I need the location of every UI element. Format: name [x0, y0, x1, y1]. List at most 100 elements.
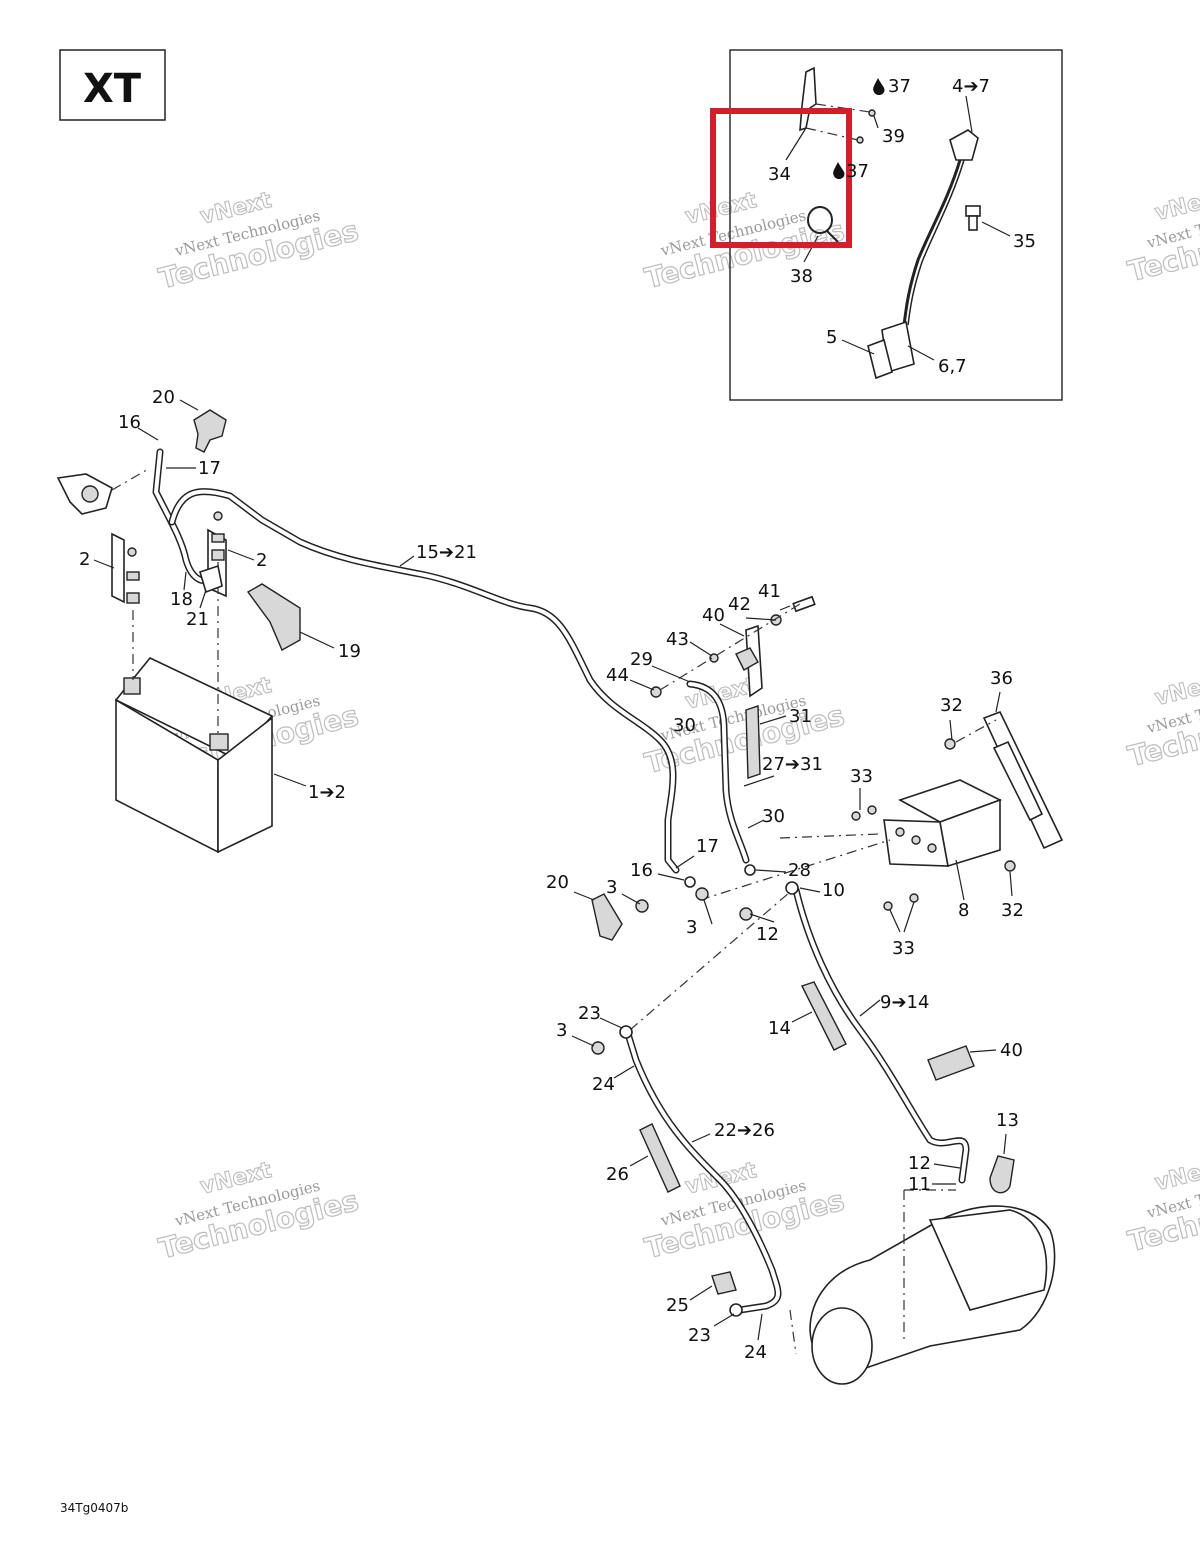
ground-cable-inner [626, 1032, 780, 1312]
callout-38: 38 [790, 266, 813, 287]
screw-part [883, 901, 893, 911]
leader-line [841, 339, 875, 355]
relay-bracket-slot [992, 740, 1044, 822]
callout-6-7: 6,7 [938, 356, 967, 377]
nut-part [695, 887, 709, 901]
nut-part [211, 549, 225, 561]
callout-4-7: 4➔7 [952, 76, 990, 97]
relay-stud [911, 835, 921, 845]
bracket-part [799, 66, 817, 132]
callout-30: 30 [762, 806, 785, 827]
assembly-line [955, 719, 997, 743]
battery-side [217, 716, 273, 854]
callout-19: 19 [338, 641, 361, 662]
callout-24: 24 [744, 1342, 767, 1363]
callout-40: 40 [1000, 1040, 1023, 1061]
leader-line [713, 1313, 735, 1327]
callout-22-26: 22➔26 [714, 1120, 775, 1141]
callout-2: 2 [256, 550, 267, 571]
bolt-shank [968, 215, 978, 231]
callout-16: 16 [118, 412, 141, 433]
leader-line [621, 893, 641, 905]
leader-line [629, 1155, 649, 1167]
callout-11: 11 [908, 1174, 931, 1195]
screw-part [944, 738, 956, 750]
leader-line [399, 555, 415, 567]
leader-line [779, 605, 791, 611]
callout-18: 18 [170, 589, 193, 610]
callout-32: 32 [1001, 900, 1024, 921]
model-badge: XT [59, 49, 166, 121]
leader-line [969, 1049, 997, 1053]
leader-line [571, 1035, 595, 1047]
washer-part [126, 571, 140, 581]
connector-part [867, 338, 893, 380]
callout-17: 17 [696, 836, 719, 857]
terminal-cover-part [591, 893, 623, 941]
leader-line [703, 899, 713, 925]
battery-top [114, 657, 274, 759]
leader-line [803, 235, 819, 263]
screw-part [867, 805, 877, 815]
inset-detail [729, 49, 1063, 401]
callout-29: 29 [630, 649, 653, 670]
bolt-part [213, 511, 223, 521]
leader-line [757, 1313, 763, 1341]
assembly-line [789, 1309, 797, 1355]
callout-3: 3 [606, 877, 617, 898]
battery-terminal [123, 677, 141, 695]
leader-line [791, 1011, 813, 1023]
relay-stud [927, 843, 937, 853]
leader-line [675, 855, 695, 869]
leader-line [299, 631, 335, 649]
leader-line [629, 679, 655, 691]
callout-37: 37 [888, 76, 911, 97]
leader-line [1003, 1133, 1007, 1155]
watermark-line1: vNext [1152, 1154, 1200, 1196]
leader-lines [93, 399, 1013, 1341]
callout-23: 23 [688, 1325, 711, 1346]
callout-40: 40 [702, 605, 725, 626]
callout-44: 44 [606, 665, 629, 686]
nut-part [126, 592, 140, 604]
callout-16: 16 [630, 860, 653, 881]
bracket-part [927, 1045, 975, 1081]
relay-assembly [883, 710, 1064, 868]
screw-part [856, 136, 864, 144]
watermarks: vNext vNext Technologies Technologies vN… [155, 184, 1200, 1266]
assembly-line [111, 467, 151, 491]
assembly-line [629, 891, 791, 1031]
callout-2: 2 [79, 549, 90, 570]
leader-line [933, 1163, 961, 1169]
leader-line [227, 549, 255, 561]
nut-part [650, 686, 662, 698]
leader-line [749, 913, 775, 923]
nut-part [591, 1041, 605, 1055]
screw-part [909, 893, 919, 903]
callout-12: 12 [908, 1153, 931, 1174]
leader-line [179, 399, 199, 411]
callout-28: 28 [788, 860, 811, 881]
leader-line [903, 901, 915, 933]
screw-part [1004, 860, 1016, 872]
leader-line [273, 773, 307, 787]
leader-line [719, 623, 745, 637]
callout-20: 20 [152, 387, 175, 408]
battery-terminal [209, 733, 229, 751]
loctite-drop-icon [873, 78, 885, 95]
clip-part [735, 647, 759, 671]
highlight-box [710, 108, 852, 248]
relay-terminal [81, 485, 99, 503]
positive-cable-inner [688, 682, 748, 862]
callout-39: 39 [882, 126, 905, 147]
callout-13: 13 [996, 1110, 1019, 1131]
callout-36: 36 [990, 668, 1013, 689]
callout-34: 34 [768, 164, 791, 185]
callout-42: 42 [728, 594, 751, 615]
figure-code: 34Tg0407b [60, 1501, 128, 1515]
leader-line [689, 1285, 713, 1301]
screw-part [851, 811, 861, 821]
model-badge-label: XT [83, 66, 142, 112]
starter-motor [809, 1205, 1056, 1385]
assembly-line [779, 833, 881, 839]
